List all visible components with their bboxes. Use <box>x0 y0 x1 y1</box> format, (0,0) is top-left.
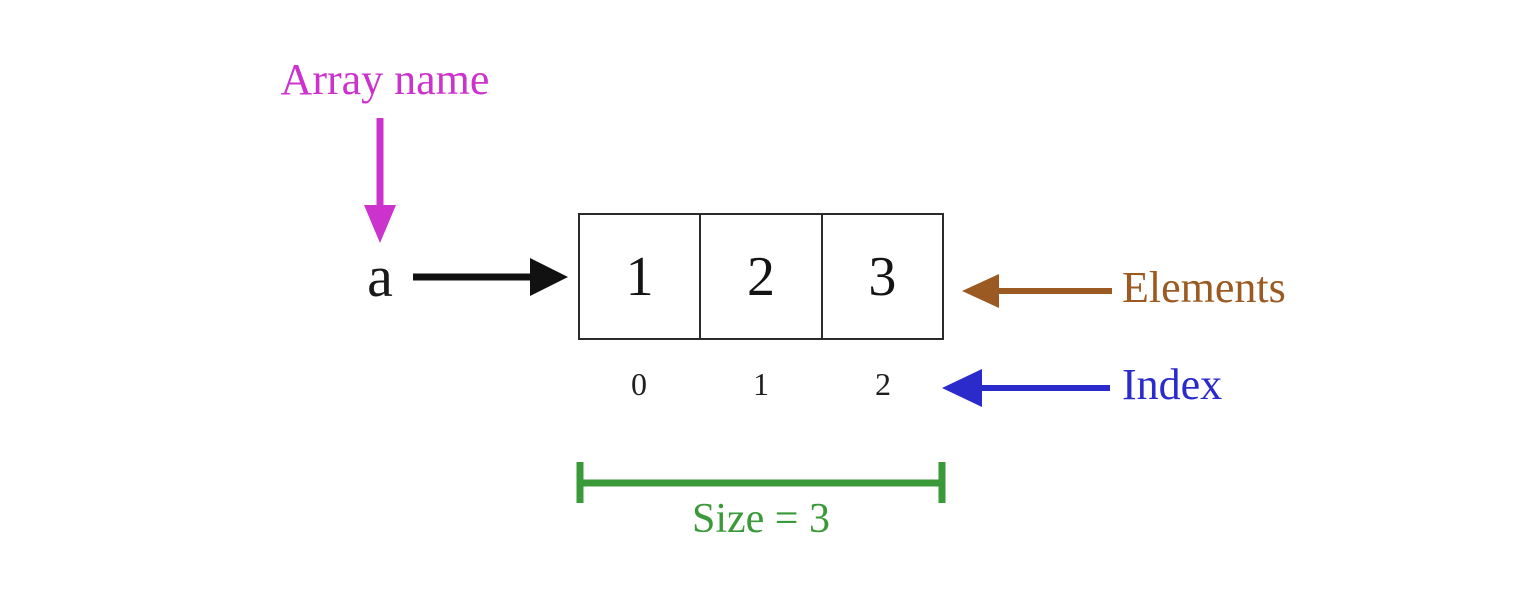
variable-name-label: a <box>367 244 393 309</box>
arrow-right-icon <box>413 258 568 296</box>
arrow-left-icon <box>962 274 1112 308</box>
index-value: 2 <box>875 366 891 402</box>
arrow-left-icon <box>942 369 1110 407</box>
elements-label: Elements <box>1122 263 1286 312</box>
array-box: 1 2 3 <box>578 213 944 340</box>
array-cell: 2 <box>701 215 823 338</box>
array-name-label: Array name <box>280 55 490 104</box>
size-caption: Size = 3 <box>692 496 830 542</box>
index-row: 0 1 2 <box>578 368 944 408</box>
array-cell: 3 <box>868 245 897 308</box>
index-value: 1 <box>753 366 769 402</box>
index-value: 0 <box>631 366 647 402</box>
index-label: Index <box>1122 360 1223 409</box>
arrow-down-icon <box>364 118 396 243</box>
array-cell: 1 <box>580 215 702 338</box>
